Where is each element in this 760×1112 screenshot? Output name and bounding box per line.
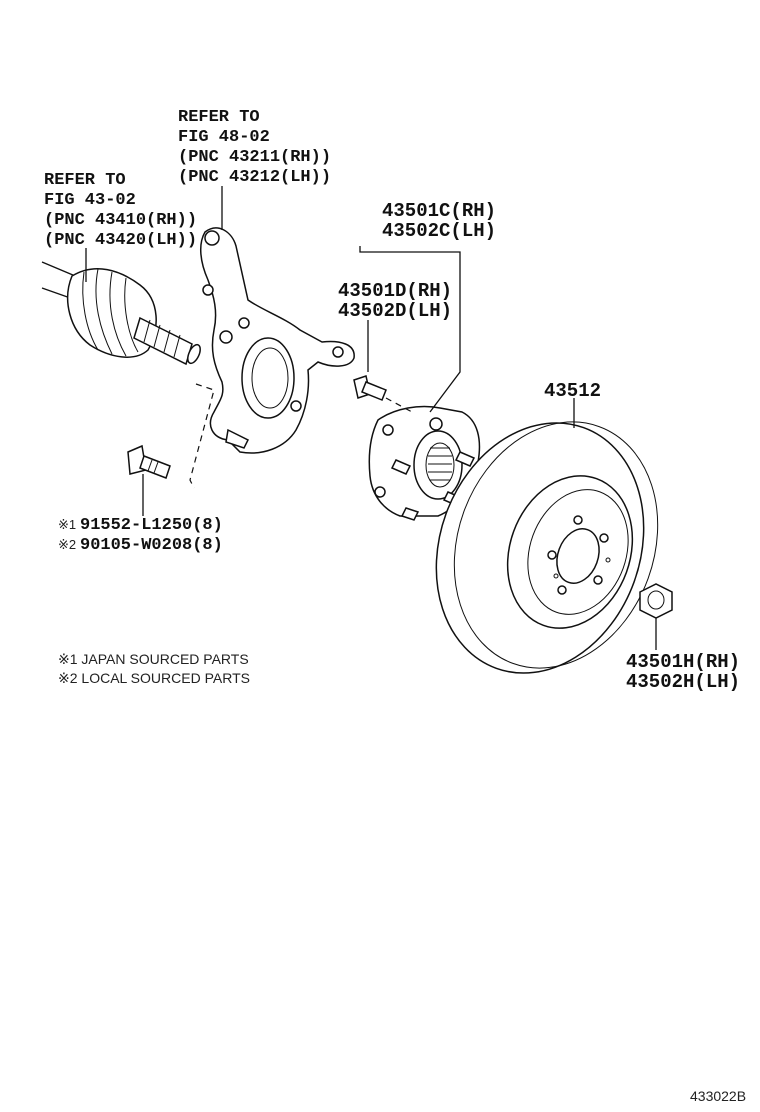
bolt-part-1[interactable]: 91552-L1250(8) — [80, 516, 223, 535]
knuckle-ref-line-4: (PNC 43212(LH)) — [178, 168, 331, 187]
steering-knuckle-drawing — [200, 227, 355, 454]
bolt-mark-1: ※1 — [58, 517, 76, 532]
hub-stud-drawing — [353, 375, 387, 401]
shaft-ref-line-3: (PNC 43410(RH)) — [44, 211, 197, 230]
nut-part-label[interactable]: 43501H(RH) 43502H(LH) — [626, 651, 740, 693]
shaft-ref-line-1: REFER TO — [44, 171, 126, 190]
bolt-part-label[interactable]: ※1 91552-L1250(8) ※2 90105-W0208(8) — [58, 516, 223, 555]
hub-part-lh[interactable]: 43502C(LH) — [382, 220, 496, 242]
hub-part-label[interactable]: 43501C(RH) 43502C(LH) — [382, 200, 496, 242]
bolt-part-2[interactable]: 90105-W0208(8) — [80, 536, 223, 555]
figure-code: 433022B — [690, 1088, 746, 1104]
shaft-reference: REFER TO FIG 43-02 (PNC 43410(RH)) (PNC … — [44, 171, 197, 250]
shaft-ref-line-4: (PNC 43420(LH)) — [44, 231, 197, 250]
nut-part-lh[interactable]: 43502H(LH) — [626, 671, 740, 693]
knuckle-reference: REFER TO FIG 48-02 (PNC 43211(RH)) (PNC … — [178, 108, 331, 187]
bolt-mark-2: ※2 — [58, 537, 76, 552]
hub-nut-drawing — [639, 583, 673, 619]
knuckle-bolt-drawing — [127, 444, 171, 479]
brake-rotor-drawing — [435, 421, 659, 674]
source-notes: ※1 JAPAN SOURCED PARTS ※2 LOCAL SOURCED … — [58, 651, 250, 686]
knuckle-ref-line-2: FIG 48-02 — [178, 128, 270, 147]
note-local-sourced: ※2 LOCAL SOURCED PARTS — [58, 670, 250, 686]
stud-part-label[interactable]: 43501D(RH) 43502D(LH) — [338, 280, 452, 322]
shaft-ref-line-2: FIG 43-02 — [44, 191, 136, 210]
knuckle-ref-line-3: (PNC 43211(RH)) — [178, 148, 331, 167]
stud-part-lh[interactable]: 43502D(LH) — [338, 300, 452, 322]
stud-part-rh[interactable]: 43501D(RH) — [338, 280, 452, 302]
hub-part-rh[interactable]: 43501C(RH) — [382, 200, 496, 222]
knuckle-ref-line-1: REFER TO — [178, 108, 260, 127]
rotor-part-label[interactable]: 43512 — [544, 380, 601, 402]
drive-shaft-drawing — [41, 261, 201, 366]
note-japan-sourced: ※1 JAPAN SOURCED PARTS — [58, 651, 249, 667]
nut-part-rh[interactable]: 43501H(RH) — [626, 651, 740, 673]
